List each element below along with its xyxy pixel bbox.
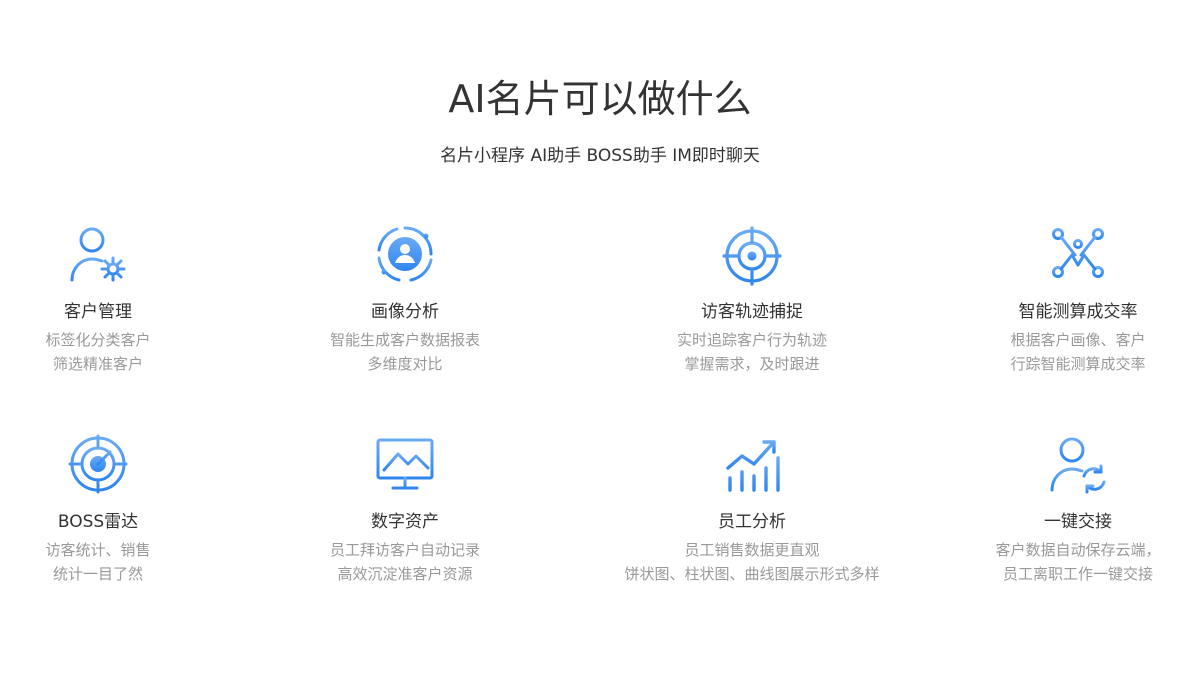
feature-customer-management: 客户管理 标签化分类客户 筛选精准客户: [0, 222, 248, 376]
feature-one-click-handover: 一键交接 客户数据自动保存云端， 员工离职工作一键交接: [928, 432, 1200, 586]
feature-description: 根据客户画像、客户 行踪智能测算成交率: [1010, 331, 1146, 373]
portrait-analysis-icon: [373, 222, 437, 286]
feature-portrait-analysis: 画像分析 智能生成客户数据报表 多维度对比: [255, 222, 555, 376]
trend-bars-icon: [720, 432, 784, 496]
feature-description: 客户数据自动保存云端， 员工离职工作一键交接: [995, 541, 1161, 583]
feature-description: 访客统计、销售 统计一目了然: [45, 541, 151, 583]
feature-title: BOSS雷达: [57, 512, 139, 532]
feature-employee-analysis: 员工分析 员工销售数据更直观 饼状图、柱状图、曲线图展示形式多样: [602, 432, 902, 586]
feature-visitor-tracking: 访客轨迹捕捉 实时追踪客户行为轨迹 掌握需求，及时跟进: [602, 222, 902, 376]
monitor-chart-icon: [373, 432, 437, 496]
feature-title: 数字资产: [371, 512, 439, 532]
page-title: AI名片可以做什么: [448, 77, 752, 121]
feature-description: 智能生成客户数据报表 多维度对比: [329, 331, 480, 373]
user-sync-icon: [1046, 432, 1110, 496]
feature-title: 画像分析: [371, 302, 439, 322]
feature-description: 员工拜访客户自动记录 高效沉淀准客户资源: [329, 541, 480, 583]
feature-description: 员工销售数据更直观 饼状图、柱状图、曲线图展示形式多样: [624, 541, 880, 583]
network-nodes-icon: [1046, 222, 1110, 286]
feature-deal-rate: 智能测算成交率 根据客户画像、客户 行踪智能测算成交率: [928, 222, 1200, 376]
feature-description: 实时追踪客户行为轨迹 掌握需求，及时跟进: [676, 331, 827, 373]
feature-boss-radar: BOSS雷达 访客统计、销售 统计一目了然: [0, 432, 248, 586]
radar-icon: [66, 432, 130, 496]
feature-title: 访客轨迹捕捉: [701, 302, 803, 322]
feature-title: 智能测算成交率: [1018, 302, 1138, 322]
feature-title: 一键交接: [1044, 512, 1112, 532]
feature-digital-assets: 数字资产 员工拜访客户自动记录 高效沉淀准客户资源: [255, 432, 555, 586]
page-subtitle: 名片小程序 AI助手 BOSS助手 IM即时聊天: [440, 146, 760, 166]
feature-description: 标签化分类客户 筛选精准客户: [45, 331, 151, 373]
feature-title: 客户管理: [64, 302, 132, 322]
feature-title: 员工分析: [718, 512, 786, 532]
target-icon: [720, 222, 784, 286]
user-gear-icon: [66, 222, 130, 286]
